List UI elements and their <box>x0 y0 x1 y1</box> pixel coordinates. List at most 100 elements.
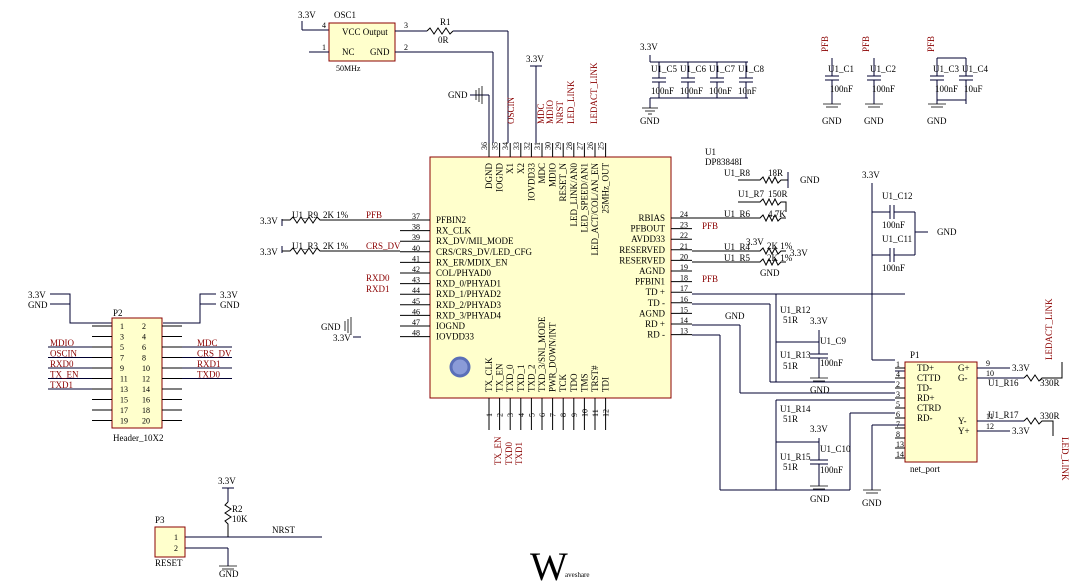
u1-pin-39-name: RX_DV/MII_MODE <box>436 236 514 246</box>
p2-net-crs_dv: CRS_DV <box>197 349 232 359</box>
u1-pin-10-name: TMS <box>579 373 589 392</box>
u1-pin-5-name: TXD_2 <box>526 365 536 393</box>
p1-pin-12: 12 <box>986 422 994 431</box>
r3-ref: U1_R3 <box>292 241 319 251</box>
net-pfb-c3: PFB <box>926 36 936 52</box>
p1-pin-9: 9 <box>986 359 990 368</box>
u1-pin-37-number: 37 <box>412 212 420 221</box>
u1-pin-35-number: 35 <box>491 142 500 150</box>
osc-pin-1: 1 <box>322 43 326 52</box>
u1-pin-10-number: 10 <box>580 409 589 417</box>
net-txd0: TXD0 <box>504 442 514 465</box>
u1-pin-38-number: 38 <box>412 223 420 232</box>
u1-pin-32-number: 32 <box>522 142 531 150</box>
p2-ref: P2 <box>113 308 123 318</box>
p1-pin-1-number: 1 <box>896 360 900 369</box>
u1-pin-44-number: 44 <box>412 286 420 295</box>
u1-pin-6-number: 6 <box>538 413 547 417</box>
r4-vcc: 3.3V <box>746 237 764 247</box>
net-tx-en: TX_EN <box>493 436 503 465</box>
net-led-link-right: LED_LINK <box>1060 437 1070 481</box>
p2-pin-7: 7 <box>120 354 124 363</box>
u1-pin-6-name: TXD_3/SNI_MODE <box>537 316 547 392</box>
osc-pin-2: 2 <box>404 43 408 52</box>
c9-gnd: GND <box>810 385 830 395</box>
r8-gnd: GND <box>800 175 820 185</box>
u1-pin-33-name: X2 <box>516 163 526 174</box>
p2-body <box>111 317 163 429</box>
cap-u1-c1-ref: U1_C1 <box>828 64 854 74</box>
u1-pin-12-name: TDI <box>601 377 611 392</box>
net-pfb-right2: PFB <box>702 274 718 284</box>
p1-gplus: G+ <box>958 363 970 373</box>
top-net-labels: OSCIN MDC MDIO NRST LED_LINK LEDACT_LINK <box>506 62 599 124</box>
u1-pin-15-number: 15 <box>680 305 688 314</box>
u1-pin-9-number: 9 <box>570 413 579 417</box>
r16-value: 330R <box>1040 378 1060 388</box>
u1-pin-29-name: RESET_N <box>558 163 568 202</box>
u1-pin-16-number: 16 <box>680 295 688 304</box>
u1-pin-48-number: 48 <box>412 329 420 338</box>
p2-pin-12: 12 <box>142 375 150 384</box>
net-nrst: NRST <box>555 100 565 124</box>
p1-pin-3-name: RD+ <box>917 393 935 403</box>
osc-pin-4: 4 <box>322 21 326 30</box>
c11-c12-vcc: 3.3V <box>862 170 880 180</box>
p2-vcc-left: 3.3V <box>28 290 46 300</box>
u1-top-vcc-label: 3.3V <box>526 54 544 64</box>
p2-net-txd0: TXD0 <box>197 370 220 380</box>
p1-pin-7-number: 7 <box>896 420 900 429</box>
osc-vcc-label: 3.3V <box>298 10 316 20</box>
r9-value: 2K 1% <box>323 210 349 220</box>
u1-pin-23-number: 23 <box>680 221 688 230</box>
p2-pin-8: 8 <box>142 354 146 363</box>
r14-value: 51R <box>783 414 798 424</box>
cap-group-b: U1_C1100nFU1_C2100nFU1_C3100nFU1_C410uFG… <box>822 57 989 126</box>
u1-pin-7-name: PWR_DOWN/INT <box>548 322 558 392</box>
r13-ref: U1_R13 <box>780 350 811 360</box>
p1-pin-6-name: RD- <box>917 413 933 423</box>
net-mdio: MDIO <box>545 100 555 124</box>
r8-value: 18R <box>768 168 783 178</box>
osc-nc-pin: NC <box>342 47 355 57</box>
u1-pin-40-name: CRS/CRS_DV/LED_CFG <box>436 247 533 257</box>
resistor-r1: R1 0R <box>426 17 509 143</box>
r14-ref: U1_R14 <box>780 404 811 414</box>
r17-ref: U1_R17 <box>988 410 1019 420</box>
u1-pin-18-number: 18 <box>680 274 688 283</box>
u1-pin-7-number: 7 <box>549 413 558 417</box>
p1-pin-5-name: CTRD <box>917 403 942 413</box>
u1-pin-43-name: RXD_0/PHYAD1 <box>436 279 501 289</box>
u1-pin-42-number: 42 <box>412 265 420 274</box>
p2-pin-10: 10 <box>142 364 150 373</box>
p3-pin2: 2 <box>174 544 178 553</box>
u1-pin-11-number: 11 <box>591 409 600 417</box>
u1-pin-25-name: 25MHz_OUT <box>601 163 611 214</box>
u1-pin-8-name: TCK <box>558 373 568 392</box>
u1-pin-45-name: RXD_2/PHYAD3 <box>436 300 502 310</box>
p3-body <box>154 526 186 558</box>
u1-pin-38-name: RX_CLK <box>436 226 472 236</box>
c5-c8-gnd: GND <box>640 116 660 126</box>
p2-net-oscin: OSCIN <box>50 349 78 359</box>
u1-pin-46-number: 46 <box>412 307 420 316</box>
cap-u1-c4-ref: U1_C4 <box>962 64 989 74</box>
net-crs-dv-left: CRS_DV <box>366 241 401 251</box>
p2-pin-4: 4 <box>142 333 146 342</box>
r15-ref: U1_R15 <box>780 452 811 462</box>
net-mdc: MDC <box>536 103 546 124</box>
r4-ref: U1_R4 <box>724 242 751 252</box>
u1-pin-2-number: 2 <box>496 413 505 417</box>
cap-u1-c6-ref: U1_C6 <box>680 64 707 74</box>
cap-gnd-label: GND <box>864 116 884 126</box>
p2-pin-15: 15 <box>120 396 128 405</box>
p2-net-rxd0: RXD0 <box>50 359 74 369</box>
p1-pin-14-number: 14 <box>896 450 904 459</box>
r6-value: 4.7K <box>768 209 786 219</box>
p2-pin-20: 20 <box>142 417 150 426</box>
cap-u1-c4-value: 10uF <box>964 84 983 94</box>
u1-pin-9-name: TDO <box>569 373 579 392</box>
net-rxd1-left: RXD1 <box>366 284 390 294</box>
